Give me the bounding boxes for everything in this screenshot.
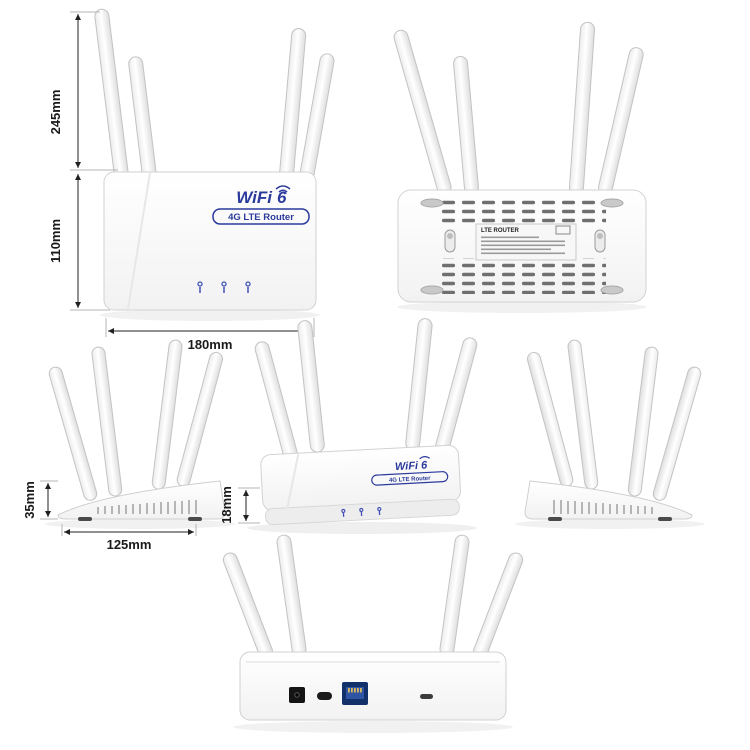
foot: [188, 517, 202, 521]
antenna: [652, 366, 702, 501]
antenna: [434, 337, 478, 457]
body-crease: [127, 172, 151, 310]
shadow: [100, 309, 320, 321]
antenna: [439, 534, 470, 657]
led-indicator-icon: [245, 281, 251, 293]
rear-ports: [289, 682, 433, 705]
subtitle-box: [212, 208, 310, 225]
spec-label-sticker: LTE ROUTER: [475, 223, 577, 261]
antenna: [279, 28, 307, 181]
front-dimensions: 245mm 110mm 180mm: [48, 11, 315, 352]
vent-grille-top: [440, 200, 606, 224]
body-crease: [286, 453, 300, 510]
antenna: [48, 366, 98, 501]
right-side-view: [515, 339, 705, 529]
foot: [548, 517, 562, 521]
antenna: [254, 341, 298, 461]
mounting-keyhole: [444, 229, 456, 253]
antenna: [297, 320, 325, 453]
led-indicator-icon: [359, 507, 364, 516]
ethernet-port: [342, 682, 368, 705]
led-indicators: [341, 506, 382, 517]
subtitle-text: 4G LTE Router: [228, 212, 294, 223]
subtitle-box: [371, 471, 449, 486]
shadow: [397, 301, 647, 313]
antenna: [405, 318, 433, 451]
reset-slot: [420, 694, 433, 699]
shadow: [247, 522, 477, 534]
usb-port: [317, 692, 332, 700]
rear-view: [222, 534, 524, 733]
vent-grille-bottom: [440, 258, 606, 294]
antenna: [91, 346, 123, 497]
led-indicator-icon: [341, 508, 346, 517]
antenna: [128, 56, 157, 181]
brand-six-text: 6: [277, 188, 287, 207]
subtitle-text: 4G LTE Router: [389, 476, 431, 484]
router-body-front: [103, 171, 317, 311]
side-vents: [97, 500, 197, 514]
wifi-signal-icon: [419, 455, 431, 460]
router-body-rear: [239, 651, 507, 721]
brand-wifi-text: WiFi: [236, 188, 273, 207]
side-vents: [553, 500, 653, 514]
back-view: LTE ROUTER: [393, 21, 647, 313]
brand-logo-small: WiFi 6 4G LTE Router: [371, 455, 449, 486]
perspective-view: WiFi 6 4G LTE Router: [247, 318, 478, 534]
brand-wifi-text: WiFi: [395, 460, 420, 473]
dim-label-110: 110mm: [48, 219, 63, 263]
foot: [78, 517, 92, 521]
router-body-side: [57, 480, 226, 520]
antenna: [222, 552, 273, 659]
led-indicator-icon: [197, 281, 203, 293]
antenna: [568, 21, 596, 195]
shadow: [233, 721, 513, 733]
antenna: [94, 8, 129, 181]
antenna: [473, 552, 524, 659]
dim-label-125: 125mm: [107, 537, 152, 552]
antenna: [567, 339, 599, 490]
router-body-side: [524, 480, 693, 520]
antenna: [453, 55, 479, 195]
side-dimensions: 35mm 125mm: [22, 480, 197, 552]
label-barcode-box: [555, 225, 571, 235]
antenna: [526, 351, 574, 487]
left-side-view: [45, 339, 235, 529]
led-indicators: [197, 281, 251, 293]
antenna: [276, 534, 307, 657]
antenna: [299, 53, 335, 181]
front-view: WiFi 6 4G LTE Router: [94, 8, 335, 321]
foot: [658, 517, 672, 521]
spec-label-title: LTE ROUTER: [481, 228, 520, 234]
brand-logo: WiFi 6 4G LTE Router: [212, 185, 310, 225]
dim-label-245: 245mm: [48, 90, 63, 135]
antenna: [176, 351, 224, 487]
rubber-feet: [420, 198, 624, 295]
wifi-signal-icon: [275, 185, 291, 193]
antenna: [627, 346, 659, 497]
router-body-front-face: [264, 498, 460, 526]
dim-label-18: 18mm: [219, 486, 234, 524]
brand-six-text: 6: [421, 459, 429, 471]
dim-label-35: 35mm: [22, 481, 37, 519]
led-indicator-icon: [221, 281, 227, 293]
dim-label-180: 180mm: [188, 337, 233, 352]
antenna: [151, 339, 183, 490]
dc-power-port: [289, 687, 305, 703]
shadow: [45, 519, 235, 529]
shadow: [515, 519, 705, 529]
perspective-dimension: 18mm: [219, 486, 260, 524]
led-indicator-icon: [377, 506, 382, 516]
mounting-keyhole: [594, 229, 606, 253]
antenna: [393, 29, 452, 195]
antenna: [598, 47, 644, 195]
